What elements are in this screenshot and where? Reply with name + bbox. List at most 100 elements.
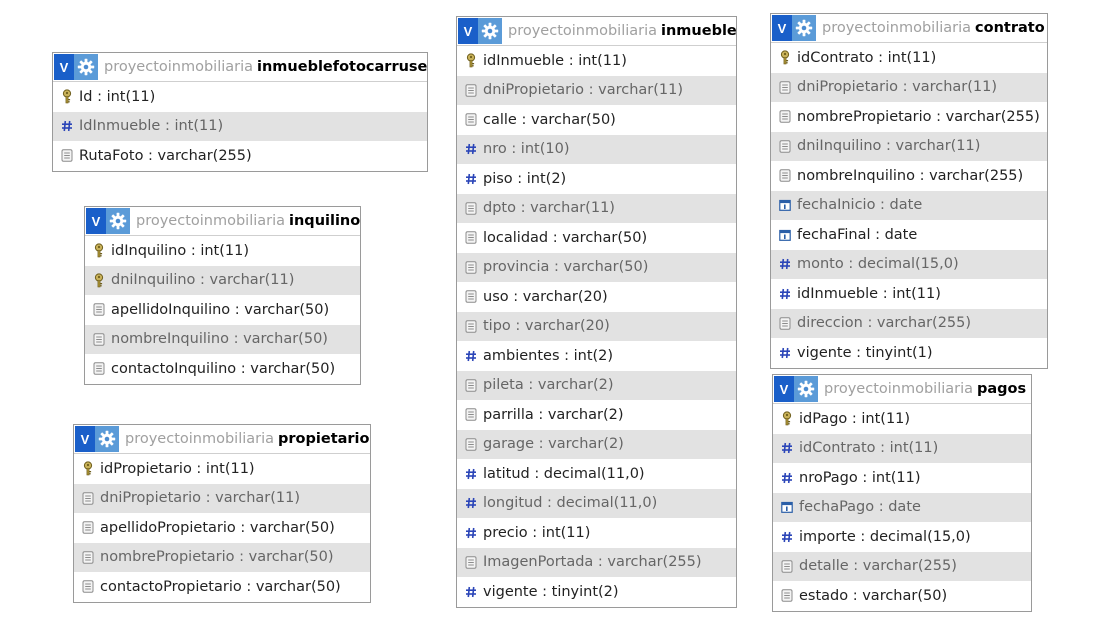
text-field-icon bbox=[779, 558, 795, 574]
column-row[interactable]: fechaInicio : date bbox=[771, 190, 1047, 220]
column-row[interactable]: idPago : int(11) bbox=[773, 404, 1031, 434]
column-row[interactable]: vigente : tinyint(1) bbox=[771, 338, 1047, 368]
column-row[interactable]: dniPropietario : varchar(11) bbox=[771, 72, 1047, 102]
column-row[interactable]: provincia : varchar(50) bbox=[457, 252, 736, 282]
column-row[interactable]: apellidoInquilino : varchar(50) bbox=[85, 295, 360, 325]
column-row[interactable]: idContrato : int(11) bbox=[771, 43, 1047, 73]
column-row[interactable]: idContrato : int(11) bbox=[773, 433, 1031, 463]
column-row[interactable]: importe : decimal(15,0) bbox=[773, 522, 1031, 552]
text-field-icon bbox=[777, 109, 793, 125]
column-row[interactable]: direccion : varchar(255) bbox=[771, 308, 1047, 338]
column-row[interactable]: vigente : tinyint(2) bbox=[457, 577, 736, 607]
column-row[interactable]: latitud : decimal(11,0) bbox=[457, 459, 736, 489]
column-definition: fechaPago : date bbox=[799, 499, 921, 516]
gear-icon[interactable] bbox=[794, 376, 818, 402]
column-definition: apellidoPropietario : varchar(50) bbox=[100, 519, 335, 536]
column-row[interactable]: idInmueble : int(11) bbox=[771, 279, 1047, 309]
text-field-icon bbox=[463, 554, 479, 570]
column-row[interactable]: IdInmueble : int(11) bbox=[53, 111, 427, 141]
column-row[interactable]: precio : int(11) bbox=[457, 518, 736, 548]
text-field-icon bbox=[777, 168, 793, 184]
column-definition: nombreInquilino : varchar(255) bbox=[797, 167, 1024, 184]
column-row[interactable]: monto : decimal(15,0) bbox=[771, 249, 1047, 279]
gear-icon[interactable] bbox=[95, 426, 119, 452]
column-row[interactable]: localidad : varchar(50) bbox=[457, 223, 736, 253]
key-icon bbox=[91, 243, 107, 259]
toggle-columns-button[interactable]: V bbox=[772, 15, 792, 41]
column-row[interactable]: nro : int(10) bbox=[457, 134, 736, 164]
column-definition: dniPropietario : varchar(11) bbox=[483, 82, 683, 99]
column-row[interactable]: nroPago : int(11) bbox=[773, 463, 1031, 493]
gear-icon[interactable] bbox=[478, 18, 502, 44]
column-definition: dniPropietario : varchar(11) bbox=[100, 490, 300, 507]
column-row[interactable]: calle : varchar(50) bbox=[457, 105, 736, 135]
hash-icon bbox=[779, 440, 795, 456]
column-row[interactable]: contactoPropietario : varchar(50) bbox=[74, 572, 370, 602]
column-row[interactable]: garage : varchar(2) bbox=[457, 429, 736, 459]
column-row[interactable]: idInquilino : int(11) bbox=[85, 236, 360, 266]
column-definition: nombreInquilino : varchar(50) bbox=[111, 331, 328, 348]
toggle-columns-button[interactable]: V bbox=[458, 18, 478, 44]
gear-icon[interactable] bbox=[106, 208, 130, 234]
column-row[interactable]: tipo : varchar(20) bbox=[457, 311, 736, 341]
column-row[interactable]: nombreInquilino : varchar(255) bbox=[771, 161, 1047, 191]
hash-icon bbox=[463, 141, 479, 157]
column-row[interactable]: Id : int(11) bbox=[53, 82, 427, 112]
column-row[interactable]: dniInquilino : varchar(11) bbox=[85, 265, 360, 295]
column-definition: detalle : varchar(255) bbox=[799, 558, 957, 575]
column-row[interactable]: uso : varchar(20) bbox=[457, 282, 736, 312]
gear-icon[interactable] bbox=[792, 15, 816, 41]
column-row[interactable]: longitud : decimal(11,0) bbox=[457, 488, 736, 518]
column-row[interactable]: idPropietario : int(11) bbox=[74, 454, 370, 484]
column-row[interactable]: fechaFinal : date bbox=[771, 220, 1047, 250]
text-field-icon bbox=[463, 318, 479, 334]
toggle-columns-button[interactable]: V bbox=[86, 208, 106, 234]
toggle-columns-button[interactable]: V bbox=[75, 426, 95, 452]
toggle-columns-button[interactable]: V bbox=[54, 54, 74, 80]
column-row[interactable]: nombrePropietario : varchar(50) bbox=[74, 542, 370, 572]
column-row[interactable]: fechaPago : date bbox=[773, 492, 1031, 522]
hash-icon bbox=[463, 466, 479, 482]
hash-icon bbox=[779, 470, 795, 486]
column-row[interactable]: contactoInquilino : varchar(50) bbox=[85, 354, 360, 384]
column-row[interactable]: ImagenPortada : varchar(255) bbox=[457, 547, 736, 577]
column-row[interactable]: estado : varchar(50) bbox=[773, 581, 1031, 611]
column-definition: piso : int(2) bbox=[483, 170, 567, 187]
column-row[interactable]: dniPropietario : varchar(11) bbox=[74, 483, 370, 513]
column-row[interactable]: ambientes : int(2) bbox=[457, 341, 736, 371]
text-field-icon bbox=[80, 549, 96, 565]
column-row[interactable]: dpto : varchar(11) bbox=[457, 193, 736, 223]
column-definition: IdInmueble : int(11) bbox=[79, 118, 224, 135]
gear-icon[interactable] bbox=[74, 54, 98, 80]
text-field-icon bbox=[80, 520, 96, 536]
calendar-icon bbox=[777, 227, 793, 243]
column-row[interactable]: piso : int(2) bbox=[457, 164, 736, 194]
column-row[interactable]: nombreInquilino : varchar(50) bbox=[85, 324, 360, 354]
column-row[interactable]: pileta : varchar(2) bbox=[457, 370, 736, 400]
column-row[interactable]: detalle : varchar(255) bbox=[773, 551, 1031, 581]
column-row[interactable]: dniPropietario : varchar(11) bbox=[457, 75, 736, 105]
toggle-columns-button[interactable]: V bbox=[774, 376, 794, 402]
column-definition: idInquilino : int(11) bbox=[111, 242, 250, 259]
column-row[interactable]: apellidoPropietario : varchar(50) bbox=[74, 513, 370, 543]
column-row[interactable]: nombrePropietario : varchar(255) bbox=[771, 102, 1047, 132]
column-row[interactable]: dniInquilino : varchar(11) bbox=[771, 131, 1047, 161]
column-definition: fechaInicio : date bbox=[797, 197, 923, 214]
hash-icon bbox=[59, 118, 75, 134]
column-definition: idPago : int(11) bbox=[799, 410, 911, 427]
column-row[interactable]: RutaFoto : varchar(255) bbox=[53, 141, 427, 171]
column-row[interactable]: idInmueble : int(11) bbox=[457, 46, 736, 76]
column-row[interactable]: parrilla : varchar(2) bbox=[457, 400, 736, 430]
